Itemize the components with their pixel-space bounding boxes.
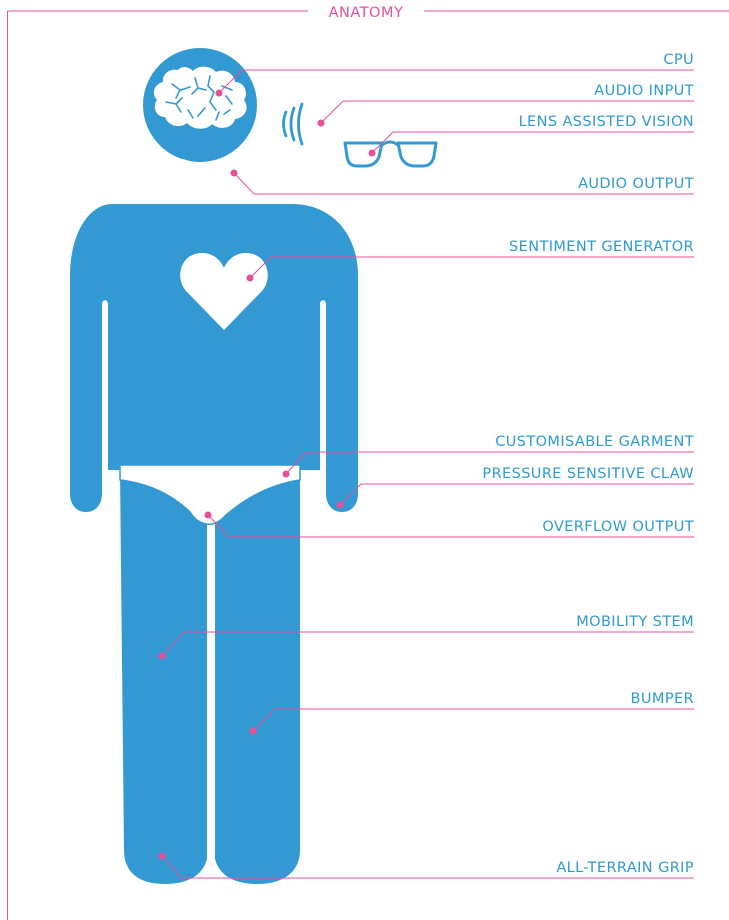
bumper-dot — [249, 727, 257, 735]
pressure-sensitive-claw-dot — [336, 501, 344, 509]
customisable-garment-dot — [282, 470, 290, 478]
overflow-output-dot — [204, 511, 212, 519]
figure — [70, 48, 438, 885]
audio-output-leader — [233, 172, 255, 195]
callout-lens-assisted-vision: LENS ASSISTED VISION — [368, 114, 694, 157]
right-leg — [214, 470, 300, 884]
smile-icon — [181, 159, 231, 169]
all-terrain-grip-leader — [161, 855, 183, 879]
callout-pressure-sensitive-claw: PRESSURE SENSITIVE CLAW — [336, 466, 694, 509]
label-cpu: CPU — [663, 52, 694, 68]
audio-output-dot — [230, 169, 238, 177]
callout-all-terrain-grip: ALL-TERRAIN GRIP — [158, 852, 694, 879]
sentiment-generator-leader — [249, 256, 272, 279]
overflow-output-leader — [207, 514, 230, 538]
label-lens-assisted-vision: LENS ASSISTED VISION — [519, 114, 694, 130]
label-sentiment-generator: SENTIMENT GENERATOR — [509, 239, 694, 255]
label-audio-input: AUDIO INPUT — [594, 83, 694, 99]
label-bumper: BUMPER — [631, 691, 694, 707]
mobility-stem-dot — [158, 652, 166, 660]
all-terrain-grip-dot — [158, 852, 166, 860]
label-audio-output: AUDIO OUTPUT — [578, 176, 694, 192]
sentiment-generator-dot — [246, 274, 254, 282]
callout-cpu: CPU — [215, 52, 694, 97]
audio-input-dot — [317, 119, 325, 127]
audio-input-leader — [320, 100, 344, 124]
label-mobility-stem: MOBILITY STEM — [576, 614, 694, 630]
label-pressure-sensitive-claw: PRESSURE SENSITIVE CLAW — [482, 466, 694, 482]
cpu-dot — [215, 89, 223, 97]
callout-sentiment-generator: SENTIMENT GENERATOR — [246, 239, 694, 282]
sound-waves-icon — [282, 102, 304, 146]
callout-audio-output: AUDIO OUTPUT — [230, 169, 694, 195]
frame: ANATOMY — [7, 5, 729, 920]
callouts: CPU AUDIO INPUT LENS ASSISTED VISION AUD… — [158, 52, 694, 879]
left-leg — [120, 470, 208, 884]
cpu-leader — [218, 69, 243, 94]
callout-audio-input: AUDIO INPUT — [317, 83, 694, 127]
callout-mobility-stem: MOBILITY STEM — [158, 614, 694, 660]
label-overflow-output: OVERFLOW OUTPUT — [542, 519, 694, 535]
bumper-leader — [252, 708, 276, 732]
leg-gap — [207, 520, 215, 885]
label-customisable-garment: CUSTOMISABLE GARMENT — [495, 434, 694, 450]
torso — [70, 204, 358, 512]
callout-customisable-garment: CUSTOMISABLE GARMENT — [282, 434, 694, 478]
lens-assisted-vision-dot — [368, 149, 376, 157]
glasses-icon — [343, 140, 438, 168]
heart-icon — [180, 253, 268, 330]
callout-bumper: BUMPER — [249, 691, 694, 735]
brain-icon — [153, 66, 247, 129]
customisable-garment-leader — [285, 451, 307, 475]
callout-overflow-output: OVERFLOW OUTPUT — [204, 511, 694, 538]
underwear-icon — [119, 464, 301, 526]
label-all-terrain-grip: ALL-TERRAIN GRIP — [556, 860, 694, 876]
pressure-sensitive-claw-leader — [339, 483, 362, 506]
mobility-stem-leader — [161, 631, 185, 657]
diagram-title: ANATOMY — [329, 5, 404, 21]
lens-assisted-vision-leader — [371, 131, 394, 154]
